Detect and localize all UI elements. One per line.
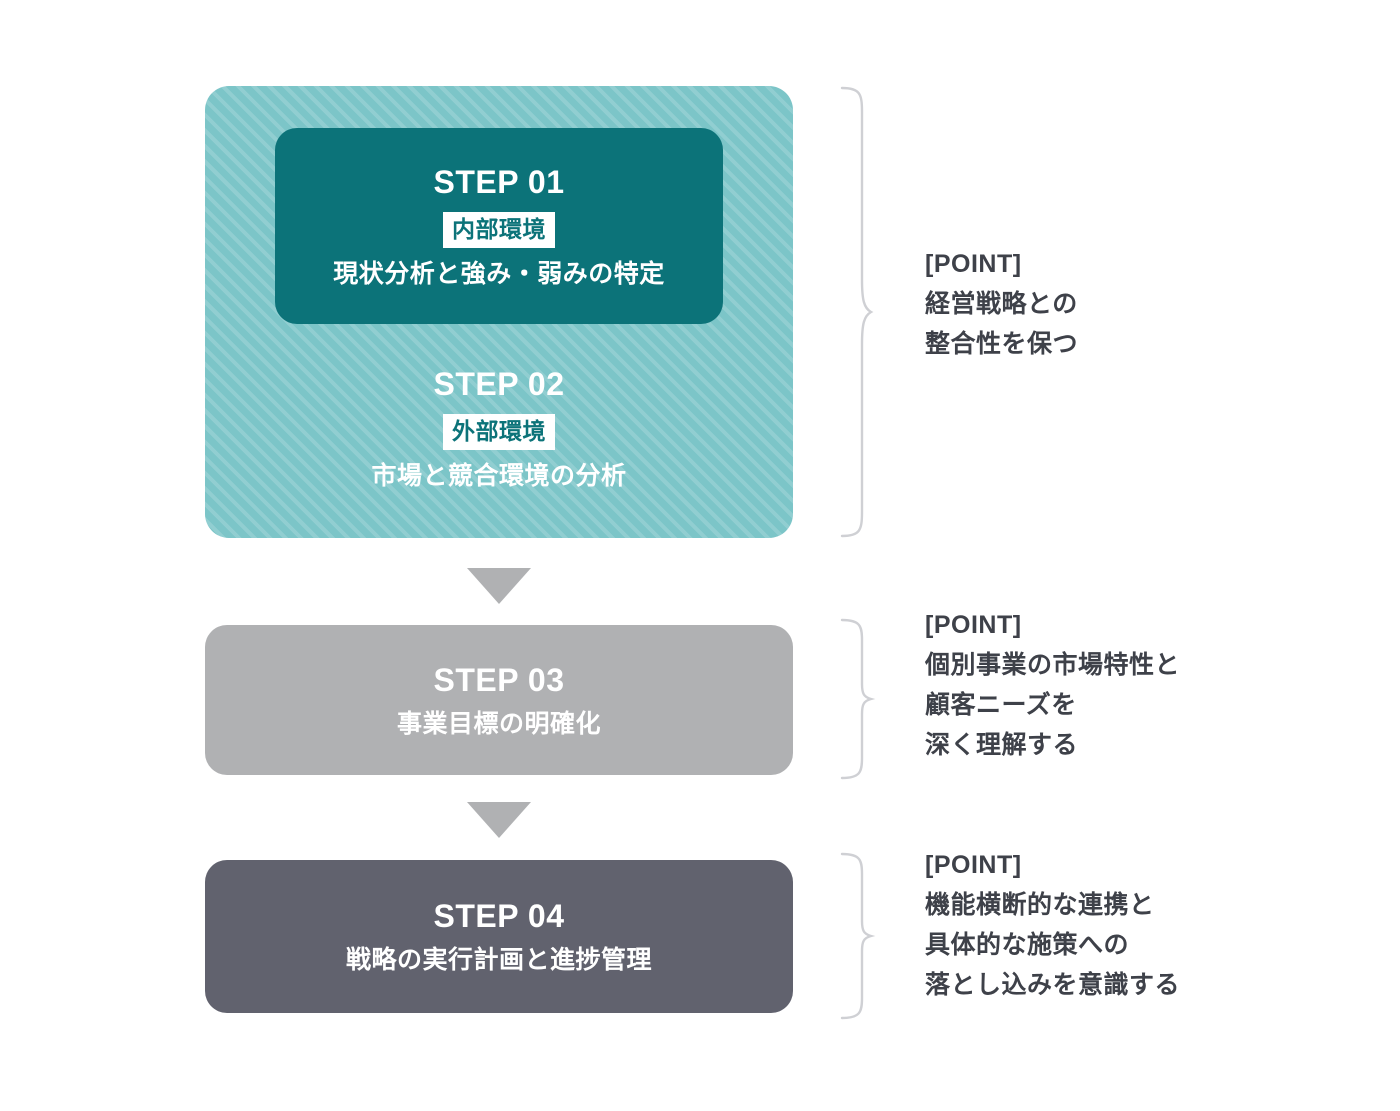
step-card-step-02[interactable]: STEP 02 外部環境 市場と競合環境の分析 [275, 338, 723, 518]
point-block-3: [POINT] 機能横断的な連携と 具体的な施策への 落とし込みを意識する [925, 853, 1180, 998]
point-1-line-1: 経営戦略との [925, 290, 1078, 318]
point-block-1: [POINT] 経営戦略との 整合性を保つ [925, 252, 1078, 357]
point-3-heading: [POINT] [925, 851, 1022, 879]
point-3-line-3: 落とし込みを意識する [925, 971, 1181, 999]
step-card-step-04[interactable]: STEP 04 戦略の実行計画と進捗管理 [205, 860, 793, 1013]
point-1-heading: [POINT] [925, 250, 1022, 278]
point-3-line-2: 具体的な施策への [925, 931, 1130, 959]
triangle-down-icon-2 [467, 802, 531, 838]
curly-brace-icon-2 [840, 618, 876, 780]
step-group-internal-external: STEP 01 内部環境 現状分析と強み・弱みの特定 STEP 02 外部環境 … [205, 86, 793, 538]
step-01-title: STEP 01 [433, 163, 565, 200]
point-2-heading: [POINT] [925, 611, 1022, 639]
step-card-step-01[interactable]: STEP 01 内部環境 現状分析と強み・弱みの特定 [275, 128, 723, 324]
point-1-line-2: 整合性を保つ [925, 330, 1079, 358]
step-01-description: 現状分析と強み・弱みの特定 [333, 259, 665, 288]
point-2-line-1: 個別事業の市場特性と [925, 651, 1181, 679]
curly-brace-icon-3 [840, 852, 876, 1020]
point-block-2: [POINT] 個別事業の市場特性と 顧客ニーズを 深く理解する [925, 613, 1180, 758]
curly-brace-icon-1 [840, 86, 874, 538]
step-04-description: 戦略の実行計画と進捗管理 [345, 946, 652, 974]
step-02-title: STEP 02 [433, 365, 565, 402]
point-3-line-1: 機能横断的な連携と [925, 891, 1155, 919]
step-04-title: STEP 04 [433, 898, 565, 934]
point-2-line-3: 深く理解する [925, 731, 1079, 759]
triangle-down-icon-1 [467, 568, 531, 604]
point-2-line-2: 顧客ニーズを [925, 691, 1077, 719]
step-01-badge: 内部環境 [443, 211, 555, 248]
step-03-title: STEP 03 [433, 661, 565, 698]
step-02-badge: 外部環境 [443, 413, 555, 450]
step-card-step-03[interactable]: STEP 03 事業目標の明確化 [205, 625, 793, 775]
step-03-description: 事業目標の明確化 [396, 709, 601, 738]
step-02-description: 市場と競合環境の分析 [371, 461, 627, 490]
